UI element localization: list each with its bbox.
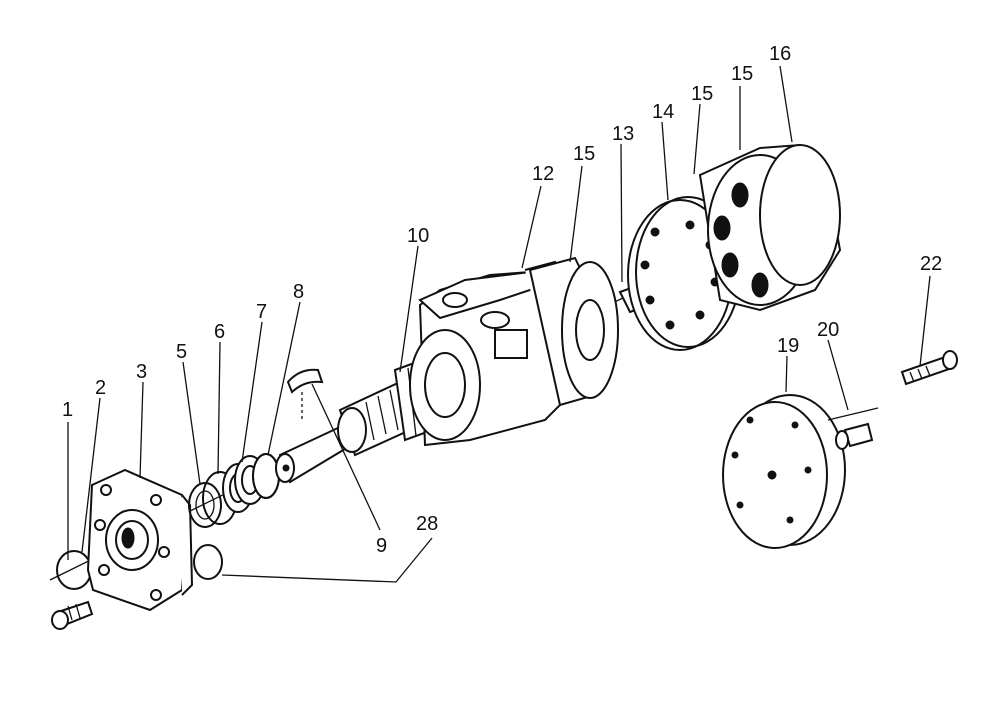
callout-1: 1 (62, 399, 73, 421)
callout-10: 10 (407, 225, 429, 247)
callout-9: 9 (376, 535, 387, 557)
part-12-housing-ring (528, 256, 619, 407)
part-1-bolt (51, 600, 94, 630)
part-3-flange (86, 468, 194, 612)
part-20-plug (827, 407, 879, 450)
part-22-tie-bolt (900, 350, 958, 386)
part-8-needle-bearing (252, 453, 280, 499)
part-5-seal (188, 482, 222, 528)
callout-13: 13 (612, 123, 634, 145)
callout-7: 7 (256, 301, 267, 323)
callout-16: 15 (731, 63, 753, 85)
callout-15-b: 15 (691, 83, 713, 105)
callout-2: 2 (95, 377, 106, 399)
callout-19: 19 (777, 335, 799, 357)
callout-8: 8 (293, 281, 304, 303)
output-shaft (275, 380, 412, 484)
part-14-valve-plate (627, 196, 741, 351)
callout-20: 20 (817, 319, 839, 341)
callout-22: 22 (920, 253, 942, 275)
part-15-end-cap (759, 144, 841, 286)
callout-15-a: 15 (573, 143, 595, 165)
callout-14: 14 (652, 101, 674, 123)
part-2-snap-ring (56, 550, 92, 590)
callout-5: 5 (176, 341, 187, 363)
callout-labels: 1 2 3 5 6 7 8 9 10 12 15 13 14 15 15 16 … (62, 43, 942, 557)
callout-12: 12 (532, 163, 554, 185)
callout-6: 6 (214, 321, 225, 343)
callout-28: 28 (416, 513, 438, 535)
callout-3: 3 (136, 361, 147, 383)
part-9-key (286, 368, 324, 420)
part-28-o-ring (193, 544, 223, 580)
callout-15-c: 16 (769, 43, 791, 65)
part-19-end-cover (722, 394, 846, 549)
leader-lines (67, 65, 931, 583)
